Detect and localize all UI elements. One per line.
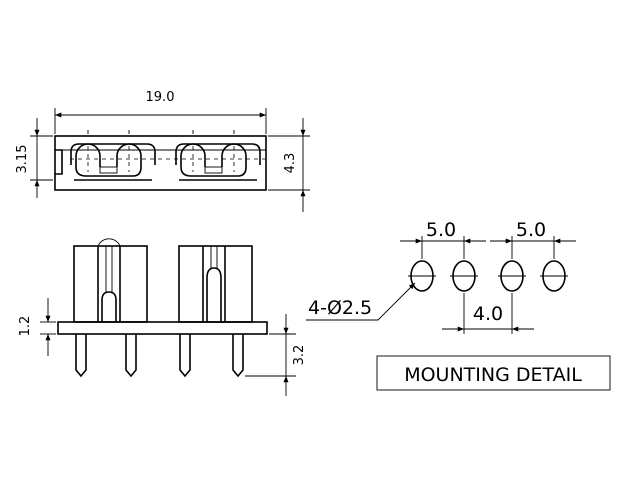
top-view: 19.0 3.15 4.3 xyxy=(15,90,310,212)
dim-pitch-center: 4.0 xyxy=(473,303,503,325)
pins xyxy=(75,334,244,378)
dim-pin-length: 3.2 xyxy=(292,345,307,366)
dim-top-height-right: 4.3 xyxy=(283,153,298,174)
dim-top-width: 19.0 xyxy=(146,90,175,105)
mounting-detail: 5.0 5.0 4.0 4-Ø2.5 MOUNTING DETAIL xyxy=(306,219,611,391)
mounting-detail-label: MOUNTING DETAIL xyxy=(404,364,582,386)
spring-contact-left xyxy=(97,238,121,322)
dim-pitch-right: 5.0 xyxy=(516,219,546,241)
contact-pair-right xyxy=(175,143,261,181)
mounting-detail-box xyxy=(376,355,611,391)
dim-side-thickness: 1.2 xyxy=(18,316,33,337)
dim-pitch-left: 5.0 xyxy=(426,219,456,241)
spring-contact-right xyxy=(202,246,226,322)
hole-callout: 4-Ø2.5 xyxy=(308,297,372,319)
contact-pair-left xyxy=(70,143,156,181)
dim-top-height-left: 3.15 xyxy=(15,145,30,174)
side-view: 1.2 3.2 xyxy=(18,238,307,396)
